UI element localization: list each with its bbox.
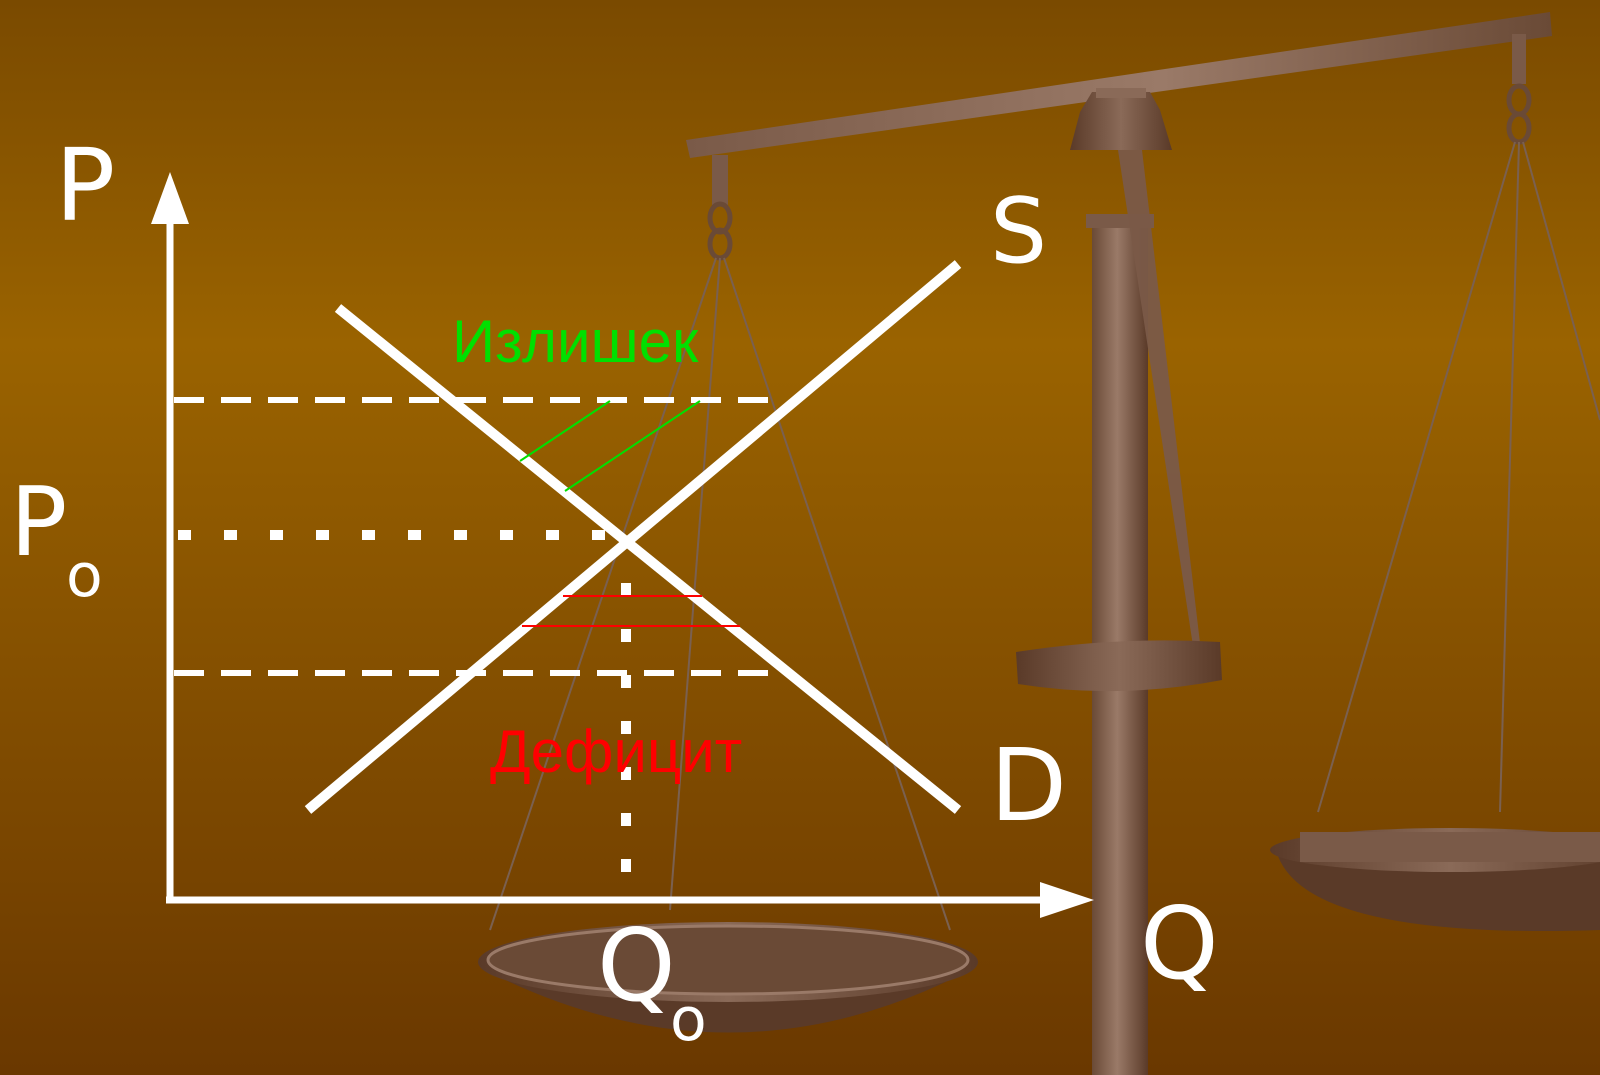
deficit-label: Дефицит xyxy=(490,718,742,785)
price-axis-label: P xyxy=(55,127,115,244)
equilibrium-price-label: P xyxy=(10,468,67,578)
equilibrium-price-subscript: o xyxy=(66,541,103,611)
quantity-axis-label: Q xyxy=(1140,885,1219,1002)
equilibrium-quantity-label: Q xyxy=(597,907,676,1024)
supply-curve-label: S xyxy=(990,179,1047,284)
demand-curve-label: D xyxy=(990,727,1067,844)
equilibrium-quantity-subscript: o xyxy=(670,985,707,1055)
surplus-label: Излишек xyxy=(452,308,699,375)
scale-crossbar xyxy=(1016,640,1222,691)
